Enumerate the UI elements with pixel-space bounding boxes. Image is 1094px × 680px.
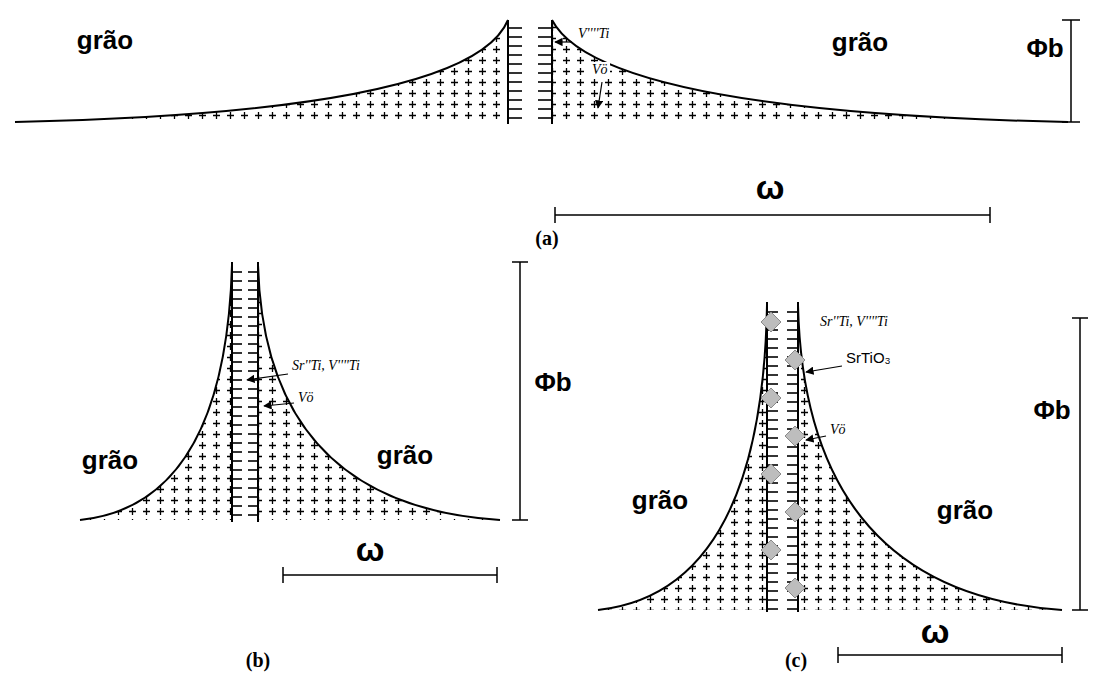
grain-label: grão [77,26,133,55]
barrier-height: Φb [534,368,571,397]
barrier-curve [80,265,232,520]
srtio3-particle [761,540,781,560]
panel-label: (c) [785,649,807,671]
srtio3-particle [785,578,805,598]
panel-label: (a) [535,227,558,249]
space-charge [15,20,508,122]
grain-label: grão [937,496,993,525]
defect-label: Vö [828,422,848,437]
barrier-curve [15,20,508,122]
space-charge [552,20,1068,122]
srtio3-particle [761,312,781,332]
height-bracket [512,262,528,520]
defect-label: Vö [296,390,316,405]
defect-label: V''''Ti [576,26,611,41]
width-bracket [283,567,497,583]
grain-label: grão [377,441,433,470]
srtio3-particle [785,502,805,522]
srtio3-particle [761,388,781,408]
barrier-curve [552,20,1068,122]
grain-label: grão [632,486,688,515]
panel-c [598,302,1088,663]
height-bracket [1072,318,1088,610]
width-bracket [838,647,1062,663]
phase-label: SrTiO₃ [844,350,893,367]
srtio3-particle [785,350,805,370]
defect-label: Sr''Ti, V''''Ti [290,358,362,373]
barrier-curve [258,265,500,520]
panel-label: (b) [246,649,270,671]
width-bracket [555,207,990,223]
depletion-width: ω [356,531,385,568]
defect-label: Vö [590,62,610,77]
defect-label: Sr''Ti, V''''Ti [818,314,890,329]
srtio3-particle [785,426,805,446]
depletion-width: ω [921,613,950,650]
grain-label: grão [832,28,888,57]
srtio3-particle [761,464,781,484]
barrier-curve [598,305,767,610]
grain-label: grão [82,446,138,475]
panel-b [80,262,528,583]
depletion-width: ω [756,169,785,206]
barrier-height: Φb [1033,396,1070,425]
panel-a [15,20,1080,223]
barrier-height: Φb [1026,34,1063,63]
height-bracket [1062,20,1080,122]
barrier-curve [798,305,1062,610]
